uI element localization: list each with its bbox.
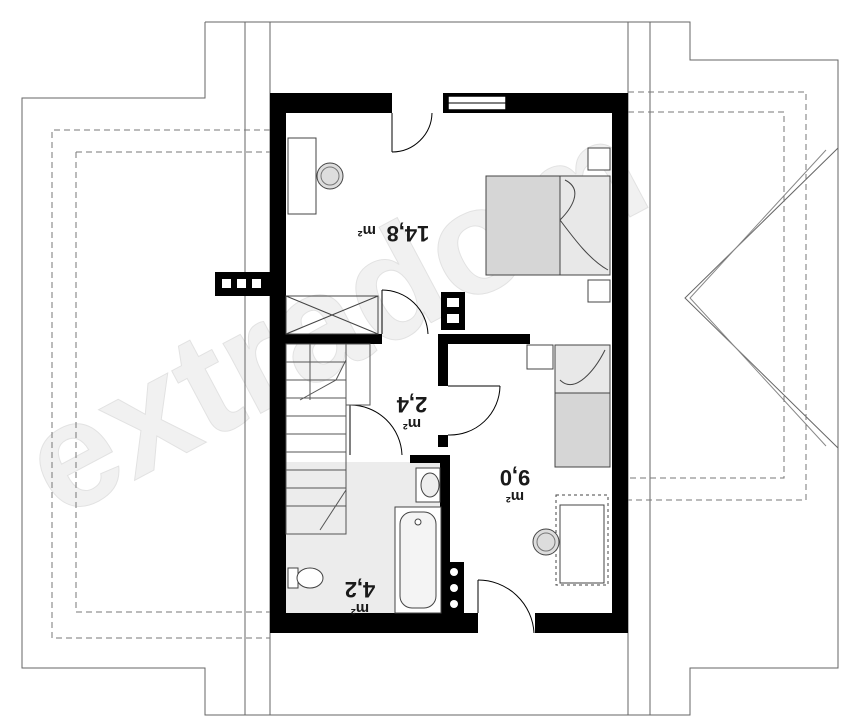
room-unit: m² (506, 488, 524, 505)
room-label-bathroom: 4,2 m² (345, 577, 376, 617)
room-label-bedroom-large: 14,8 m² (358, 221, 430, 246)
staircase (285, 343, 371, 535)
interior-walls (286, 334, 530, 613)
single-bed (526, 344, 611, 468)
room-unit: m² (351, 600, 369, 617)
ventilation-ducts (444, 562, 464, 614)
outer-walls (270, 93, 628, 633)
eaves-dashed-line (51, 91, 807, 639)
desk-small-bedroom (532, 494, 609, 586)
door-swings (349, 112, 535, 634)
room-area: 4,2 (345, 577, 376, 602)
desk-large-bedroom (287, 137, 344, 215)
window (447, 95, 507, 111)
chimney (215, 272, 465, 330)
toilet (287, 567, 324, 589)
wardrobe (285, 295, 379, 335)
sink (415, 467, 441, 503)
room-unit: m² (403, 415, 421, 432)
room-label-hall: 2,4 m² (396, 392, 427, 432)
double-bed (485, 147, 611, 303)
room-area: 14,8 (387, 221, 430, 246)
room-area: 2,4 (396, 392, 427, 417)
room-unit: m² (358, 222, 376, 239)
bathtub (394, 506, 442, 614)
room-label-bedroom-small: 9,0 m² (500, 465, 531, 505)
room-area: 9,0 (500, 465, 531, 490)
